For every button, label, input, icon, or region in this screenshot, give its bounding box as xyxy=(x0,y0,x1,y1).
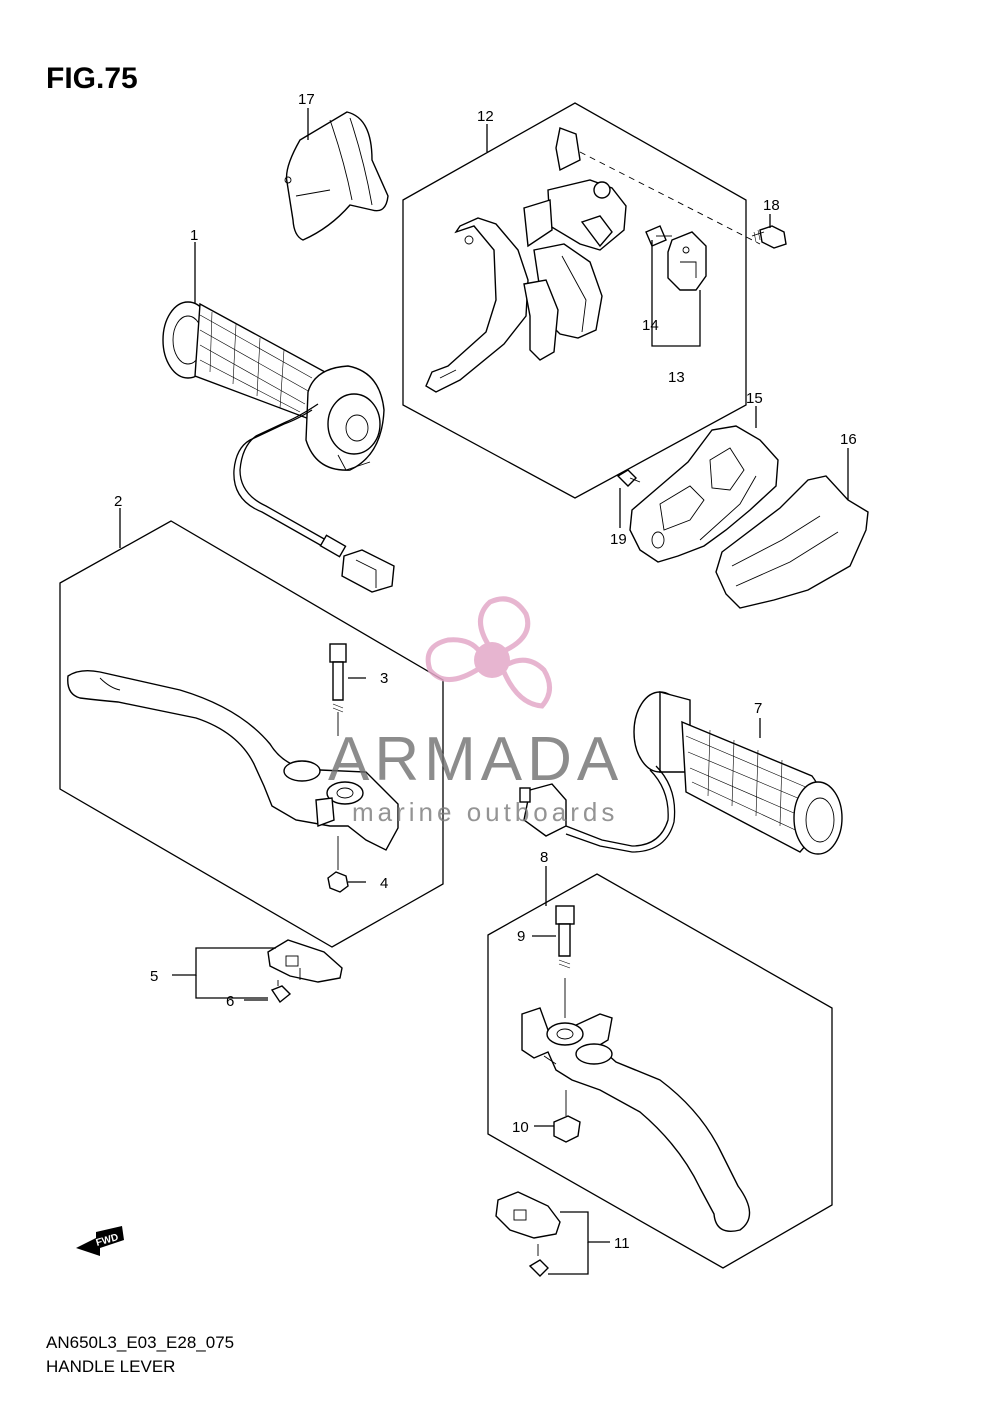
callout-14: 14 xyxy=(642,317,659,334)
part-19-screw xyxy=(616,469,641,487)
callout-5: 5 xyxy=(150,968,158,985)
part-18-bolt xyxy=(751,225,787,249)
part-4-nut xyxy=(327,836,349,893)
part-17-lever-cover xyxy=(284,111,389,241)
callout-9: 9 xyxy=(517,928,525,945)
callout-2: 2 xyxy=(114,493,122,510)
fwd-arrow-icon: FWD xyxy=(76,1226,124,1256)
part-15-handguard-bracket xyxy=(629,425,779,563)
part-5-brake-switch xyxy=(267,939,343,983)
leader-lines xyxy=(119,108,849,1275)
part-16-handguard xyxy=(715,475,869,609)
watermark-tagline: marine outboards xyxy=(352,797,619,827)
figure-code: AN650L3_E03_E28_075 xyxy=(46,1333,235,1352)
callout-13: 13 xyxy=(668,369,685,386)
callout-8: 8 xyxy=(540,849,548,866)
part-2-brake-lever xyxy=(67,669,399,851)
part-3-bolt xyxy=(329,643,347,736)
callout-16: 16 xyxy=(840,431,857,448)
figure-title: FIG.75 xyxy=(46,62,138,95)
part-7-right-grip xyxy=(519,691,843,855)
part-12-lever-bracket xyxy=(425,127,627,393)
callout-4: 4 xyxy=(380,875,388,892)
group-frame-12 xyxy=(402,102,747,499)
callout-7: 7 xyxy=(754,700,762,717)
callout-18: 18 xyxy=(763,197,780,214)
leader-dashed-12-18 xyxy=(579,151,761,245)
part-9-bolt xyxy=(555,905,575,1018)
part-1-left-grip-switch xyxy=(162,301,395,593)
callout-10: 10 xyxy=(512,1119,529,1136)
part-14-screw xyxy=(645,225,672,247)
figure-name: HANDLE LEVER xyxy=(46,1357,176,1376)
group-frame-8 xyxy=(487,873,833,1269)
callout-19: 19 xyxy=(610,531,627,548)
callout-12: 12 xyxy=(477,108,494,125)
part-8-brake-lever xyxy=(521,1007,751,1232)
watermark-brand: ARMADA xyxy=(328,725,624,794)
part-10-bushing xyxy=(553,1090,581,1143)
group-frame-2 xyxy=(59,520,444,948)
part-13-switch xyxy=(667,231,707,291)
callout-3: 3 xyxy=(380,670,388,687)
callout-17: 17 xyxy=(298,91,315,108)
callout-15: 15 xyxy=(746,390,763,407)
part-6-screw xyxy=(270,980,292,1004)
callout-6: 6 xyxy=(226,993,234,1010)
callout-1: 1 xyxy=(190,227,198,244)
part-11-brake-switch xyxy=(495,1191,561,1277)
callout-11: 11 xyxy=(614,1235,630,1252)
armada-propeller-logo xyxy=(425,596,552,709)
